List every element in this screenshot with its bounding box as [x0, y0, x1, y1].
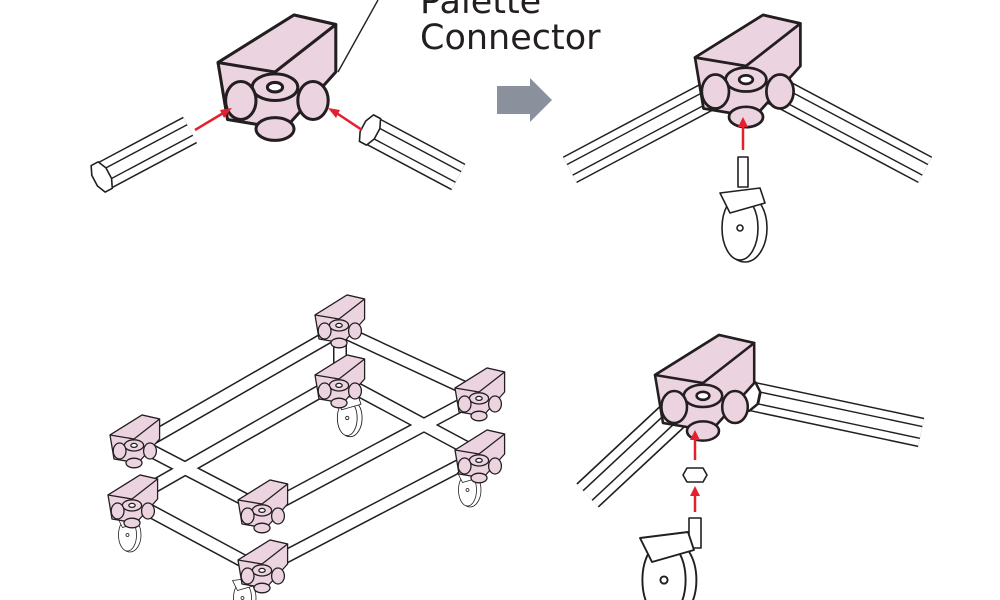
- assembled-cart-panel: [107, 294, 506, 600]
- hex-nut: [682, 467, 708, 483]
- insert-arrow-right: [334, 110, 363, 132]
- callout-leader-line: [337, 0, 379, 73]
- palette-connector: [653, 333, 756, 442]
- caster-wheel: [719, 187, 768, 263]
- caster-wheel: [639, 531, 698, 600]
- step-arrow-icon: [497, 78, 552, 122]
- right-tube: [356, 113, 465, 190]
- connector-with-tubes-panel: [88, 0, 466, 194]
- caster-stem: [737, 156, 749, 188]
- assembled-connector-caster-panel: [563, 13, 932, 263]
- callout-label-line2: Connector: [420, 18, 601, 58]
- palette-connector: [216, 13, 338, 142]
- insert-arrow-left: [194, 110, 226, 132]
- left-tube: [88, 117, 197, 194]
- connector-nut-caster-panel: [576, 333, 924, 600]
- callout-label-line1: Palette: [420, 0, 542, 22]
- right-tube: [728, 377, 924, 447]
